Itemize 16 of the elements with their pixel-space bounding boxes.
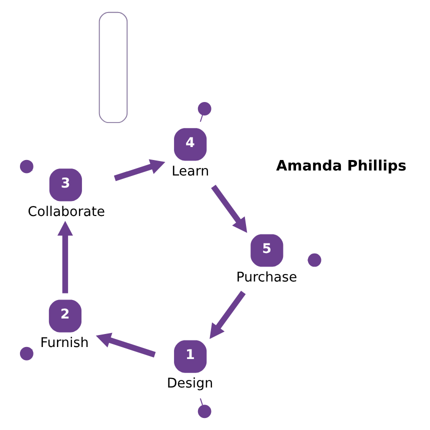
node-label: Design — [166, 376, 214, 392]
node-label: Learn — [172, 164, 210, 180]
arrow — [96, 332, 156, 358]
node-text: Amanda Phillips — [276, 158, 406, 174]
arrow — [211, 184, 248, 233]
arrow — [114, 159, 166, 182]
node-label: Furnish — [40, 336, 89, 351]
node-circle — [198, 102, 212, 116]
arrow — [210, 290, 246, 339]
node-label: Collaborate — [28, 204, 105, 220]
connector — [200, 114, 203, 122]
arrow — [57, 220, 73, 294]
connector — [200, 398, 203, 406]
node-box — [98, 12, 128, 124]
node-label: Purchase — [236, 270, 298, 286]
node-circle — [198, 404, 212, 418]
